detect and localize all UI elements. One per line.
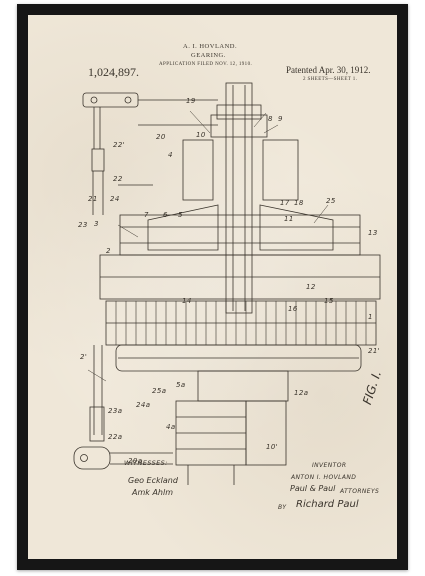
attorneys-label: ATTORNEYS: [340, 488, 380, 495]
ref-12a: 12a: [294, 389, 309, 397]
witnesses-label: WITNESSES:: [124, 459, 168, 467]
ref-22-prime: 22': [113, 141, 126, 149]
ref-17: 17: [280, 199, 290, 207]
ref-23: 23: [78, 221, 88, 229]
ref-6: 6: [163, 211, 168, 219]
ref-22a: 22a: [108, 433, 123, 441]
ref-11: 11: [284, 215, 294, 223]
ref-5a: 5a: [176, 381, 186, 389]
leader-lines: [87, 110, 329, 382]
ref-2-prime: 2': [80, 353, 88, 361]
ref-25: 25: [326, 197, 336, 205]
patent-title: GEARING.: [191, 52, 226, 59]
ref-3: 3: [94, 220, 99, 228]
patented-date: Patented Apr. 30, 1912.: [286, 65, 371, 75]
patent-sheet: A. I. HOVLAND. GEARING. APPLICATION FILE…: [28, 15, 397, 559]
patent-number: 1,024,897.: [88, 65, 139, 79]
ref-7: 7: [144, 211, 149, 219]
ref-24: 24: [110, 195, 120, 203]
witness-signature-1: Geo Eckland: [128, 476, 178, 485]
ref-4a: 4a: [166, 423, 176, 431]
attorney-signature: Paul & Paul: [290, 484, 336, 493]
ref-23a: 23a: [108, 407, 123, 415]
by-label: BY: [278, 504, 287, 511]
by-signature: Richard Paul: [296, 499, 359, 510]
ref-13: 13: [368, 229, 378, 237]
sheet-count: 2 SHEETS—SHEET 1.: [303, 77, 358, 82]
inventor-name: ANTON I. HOVLAND: [291, 474, 357, 481]
ref-20: 20: [156, 133, 166, 141]
inventor-label: INVENTOR: [312, 462, 347, 469]
central-shaft: [210, 82, 268, 314]
poster-frame: A. I. HOVLAND. GEARING. APPLICATION FILE…: [17, 4, 408, 570]
ref-1: 1: [368, 313, 373, 321]
ref-8: 8: [268, 115, 273, 123]
ref-19: 19: [186, 97, 196, 105]
inventor-header: A. I. HOVLAND.: [183, 43, 238, 50]
ref-14: 14: [182, 297, 192, 305]
witness-signature-2: Amk Ahlm: [132, 488, 173, 497]
ref-9: 9: [278, 115, 283, 123]
lower-pinion: [175, 370, 289, 485]
upper-linkage: [82, 92, 218, 215]
ref-5: 5: [178, 211, 183, 219]
ref-18: 18: [294, 199, 304, 207]
ref-21-prime: 21': [368, 347, 381, 355]
ref-24a: 24a: [136, 401, 151, 409]
ref-15: 15: [324, 297, 334, 305]
ref-25a: 25a: [152, 387, 167, 395]
lower-linkage: [73, 345, 173, 470]
ref-21: 21: [88, 195, 98, 203]
ref-12: 12: [306, 283, 316, 291]
ref-4: 4: [168, 151, 173, 159]
application-date: APPLICATION FILED NOV. 12, 1910.: [159, 62, 253, 67]
upper-gear-housing: [119, 139, 361, 256]
ref-10-prime: 10': [266, 443, 279, 451]
ref-22: 22: [113, 175, 123, 183]
gearing-drawing: [73, 82, 381, 485]
ref-16: 16: [288, 305, 298, 313]
ref-10: 10: [196, 131, 206, 139]
ref-2: 2: [106, 247, 111, 255]
ref-20a: 20a: [128, 457, 143, 465]
